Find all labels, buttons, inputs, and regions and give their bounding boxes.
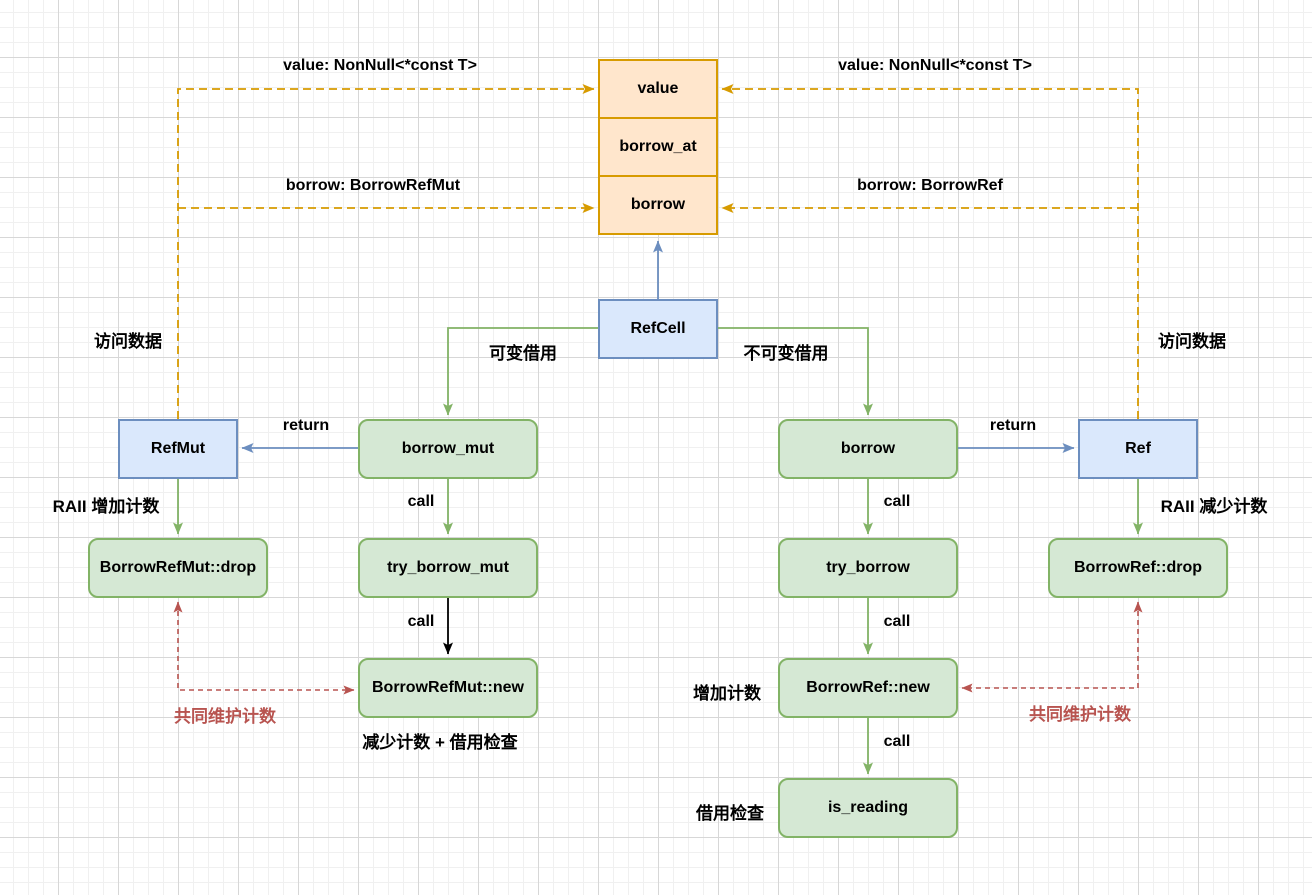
label-maintain-count-right: 共同维护计数	[1029, 705, 1131, 724]
label-call-try-borrow-mut: call	[407, 613, 435, 630]
label-immutable-borrow: 不可变借用	[743, 344, 829, 363]
struct-field-borrow: borrow	[598, 175, 718, 235]
label-return-right: return	[989, 417, 1037, 434]
label-value-field-right: value: NonNull<*const T>	[838, 57, 1032, 74]
node-borrow: borrow	[778, 419, 958, 479]
node-borrow-mut: borrow_mut	[358, 419, 538, 479]
node-try-borrow: try_borrow	[778, 538, 958, 598]
label-mutable-borrow: 可变借用	[489, 344, 557, 363]
node-is-reading: is_reading	[778, 778, 958, 838]
struct-field-borrow-at: borrow_at	[598, 117, 718, 177]
node-try-borrow-mut: try_borrow_mut	[358, 538, 538, 598]
label-maintain-count-left: 共同维护计数	[174, 707, 276, 726]
node-ref: Ref	[1078, 419, 1198, 479]
label-call-try-borrow: call	[883, 613, 911, 630]
label-borrow-field-left: borrow: BorrowRefMut	[285, 177, 461, 194]
label-value-field-left: value: NonNull<*const T>	[283, 57, 477, 74]
label-raii-decrement: RAII 减少计数	[1160, 497, 1268, 516]
label-call-borrowref-new: call	[883, 733, 911, 750]
label-access-data-right: 访问数据	[1158, 332, 1226, 351]
node-borrowrefmut-new: BorrowRefMut::new	[358, 658, 538, 718]
refcell-struct-stack: value borrow_at borrow	[598, 59, 718, 235]
edge-maintain-count-left	[173, 601, 355, 695]
label-call-borrow-mut: call	[407, 493, 435, 510]
edge-ref-to-value-field	[721, 84, 1139, 419]
label-call-borrow: call	[883, 493, 911, 510]
edge-refmut-to-value-field	[177, 84, 595, 419]
node-borrowrefmut-drop: BorrowRefMut::drop	[88, 538, 268, 598]
label-return-left: return	[282, 417, 330, 434]
label-reduce-count-borrow-check: 减少计数 + 借用检查	[362, 733, 518, 752]
node-borrowref-drop: BorrowRef::drop	[1048, 538, 1228, 598]
label-increment-count: 增加计数	[693, 684, 761, 703]
struct-field-value: value	[598, 59, 718, 119]
label-raii-increment: RAII 增加计数	[52, 497, 160, 516]
node-borrowref-new: BorrowRef::new	[778, 658, 958, 718]
edge-maintain-count-right	[961, 601, 1143, 693]
label-access-data-left: 访问数据	[94, 332, 162, 351]
label-borrow-field-right: borrow: BorrowRef	[857, 177, 1003, 194]
label-borrow-check: 借用检查	[696, 804, 764, 823]
node-refcell: RefCell	[598, 299, 718, 359]
node-refmut: RefMut	[118, 419, 238, 479]
